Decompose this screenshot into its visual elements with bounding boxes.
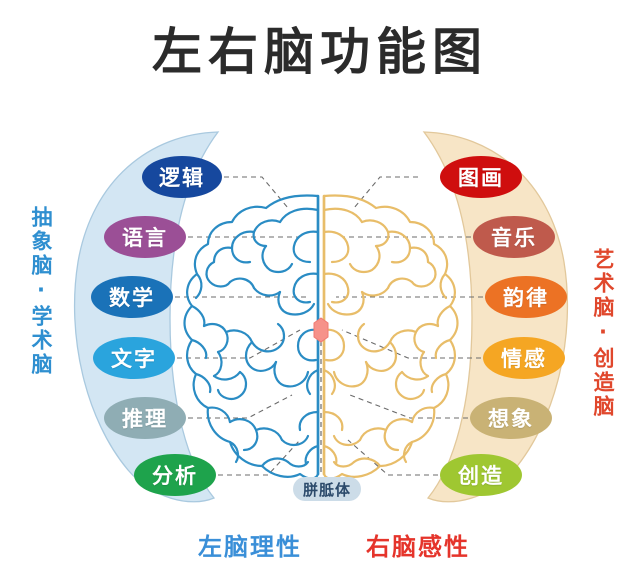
left-brain-outline [183,194,320,480]
left-connector-lines [175,176,306,476]
right-item-picture[interactable]: 图画 [440,156,522,198]
left-panel-caption: 抽象脑·学术脑 [29,206,54,377]
page-title: 左右脑功能图 [152,23,488,81]
left-item-math-label: 数学 [109,286,155,310]
right-item-creativity-label: 创造 [458,464,504,488]
right-item-rhythm[interactable]: 韵律 [485,276,567,318]
right-item-emotion[interactable]: 情感 [483,337,565,379]
left-item-language-label: 语言 [122,226,168,250]
left-item-logic-label: 逻辑 [159,166,205,190]
right-bottom-caption: 右脑感性 [366,533,470,561]
right-item-picture-label: 图画 [458,166,504,190]
left-item-analysis[interactable]: 分析 [134,454,216,496]
right-item-imagination[interactable]: 想象 [470,397,552,439]
corpus-callosum-label: 胼胝体 [293,477,361,501]
left-item-logic[interactable]: 逻辑 [142,156,222,198]
right-item-rhythm-label: 韵律 [503,286,549,310]
left-item-words-label: 文字 [111,347,157,371]
left-item-math[interactable]: 数学 [91,276,173,318]
right-item-creativity[interactable]: 创造 [440,454,522,496]
right-item-imagination-label: 想象 [488,407,534,431]
left-item-reasoning-label: 推理 [122,407,168,431]
right-item-music-label: 音乐 [491,226,537,250]
corpus-callosum-marker [313,317,329,343]
right-brain-outline [322,194,459,480]
right-panel-caption: 艺术脑·创造脑 [591,248,616,419]
left-bottom-caption: 左脑理性 [198,533,302,561]
left-item-analysis-label: 分析 [152,464,198,488]
right-item-emotion-label: 情感 [501,347,547,371]
right-item-music[interactable]: 音乐 [473,216,555,258]
left-item-language[interactable]: 语言 [104,216,186,258]
left-item-reasoning[interactable]: 推理 [104,397,186,439]
left-item-words[interactable]: 文字 [93,337,175,379]
